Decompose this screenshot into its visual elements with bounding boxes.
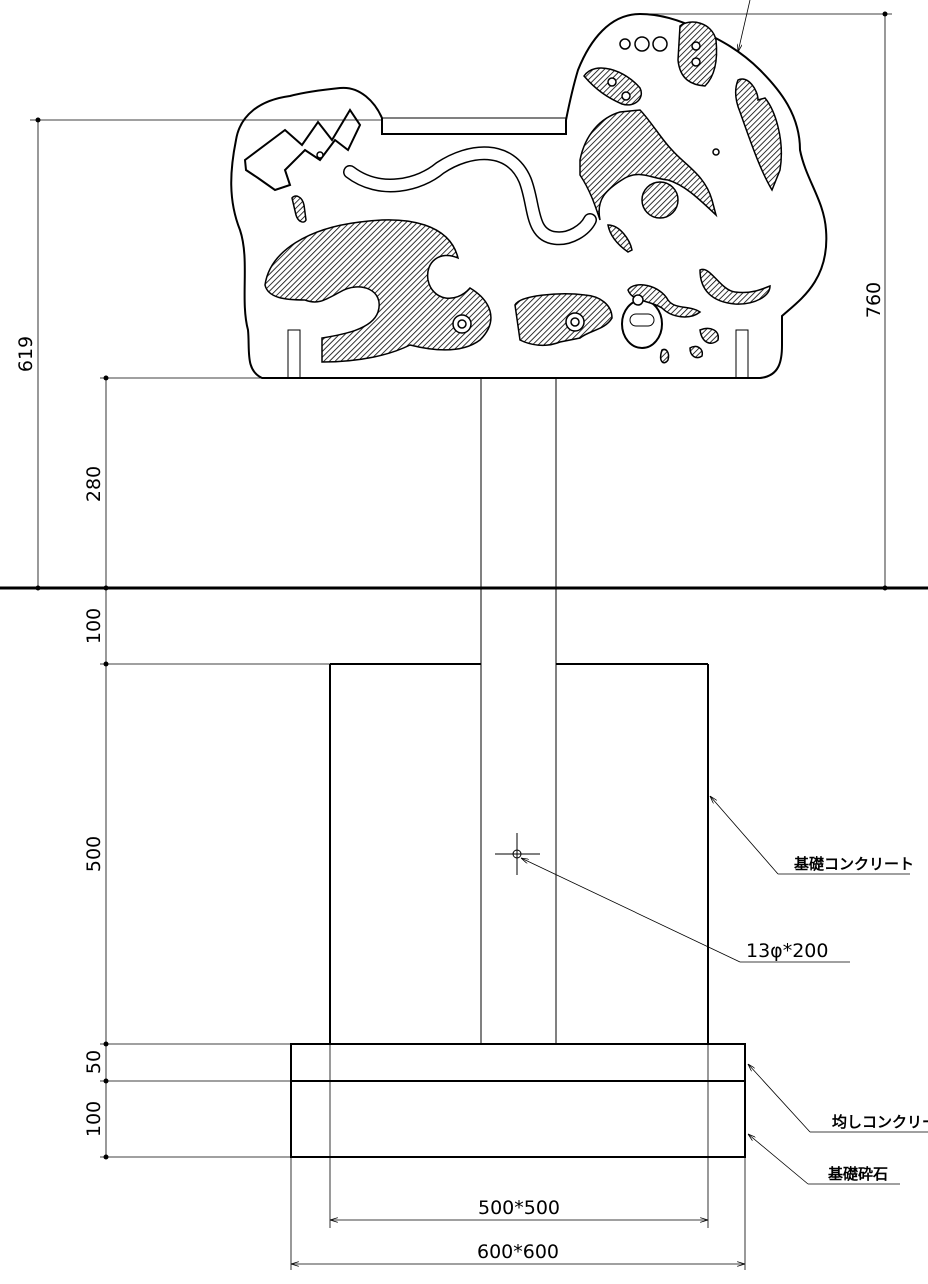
horizontal-dimensions (290, 1044, 746, 1270)
label-leveling-concrete: 均しコンクリー (832, 1113, 928, 1131)
dim-50: 50 (83, 1050, 105, 1074)
hatched-blob-left (264, 219, 492, 363)
panel-foot-right (735, 329, 749, 379)
dim-280: 280 (83, 466, 105, 502)
label-base-gravel: 基礎砕石 (827, 1165, 888, 1183)
label-rebar: 13φ*200 (746, 940, 828, 962)
hatched-bird (579, 109, 718, 221)
support-post (480, 378, 557, 1044)
vertical-dimensions (30, 11, 892, 1160)
dim-619: 619 (15, 336, 37, 372)
dim-500x500: 500*500 (478, 1197, 560, 1219)
dim-760: 760 (863, 282, 885, 318)
play-panel (230, 12, 828, 379)
dim-500: 500 (83, 836, 105, 872)
panel-outline (230, 12, 828, 379)
label-foundation-concrete: 基礎コンクリート (793, 855, 914, 873)
dim-600x600: 600*600 (477, 1241, 559, 1263)
leader-lines (521, 0, 928, 1185)
base-layers (290, 1043, 746, 1158)
foundation-block (329, 663, 709, 1044)
panel-foot-left (287, 329, 301, 379)
hatched-tail (699, 268, 771, 305)
dim-100-top: 100 (83, 608, 105, 644)
panel-top-slot (381, 117, 567, 135)
zigzag-cutout (243, 108, 362, 192)
hatched-circle (641, 181, 679, 219)
dim-100-bottom: 100 (83, 1101, 105, 1137)
rebar-marker (495, 833, 540, 875)
